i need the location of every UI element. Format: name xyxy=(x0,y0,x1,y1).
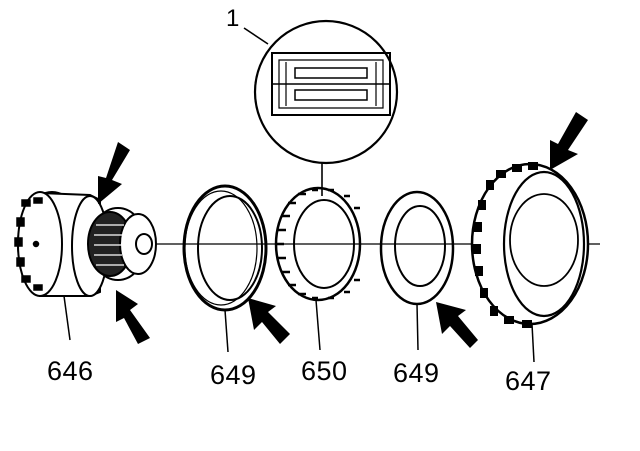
part-label-649-left: 649 xyxy=(210,360,257,390)
part-647-sprocket xyxy=(472,162,588,362)
arrow-647 xyxy=(550,112,588,170)
part-label-647: 647 xyxy=(505,366,552,396)
part-650-roller-bearing xyxy=(276,188,360,350)
part-649-washer-left xyxy=(184,186,266,352)
part-649-washer-right xyxy=(381,192,453,350)
indicator-arrows xyxy=(98,112,588,348)
callout-label: 1 xyxy=(226,5,240,32)
part-label-650: 650 xyxy=(301,356,348,386)
part-label-649-right: 649 xyxy=(393,358,440,388)
cage-section-detail xyxy=(272,53,390,115)
part-646-housing xyxy=(15,192,156,340)
arrow-646-top xyxy=(98,142,130,204)
arrow-649-right xyxy=(436,302,478,348)
part-label-646: 646 xyxy=(47,356,94,386)
detail-callout xyxy=(244,21,397,196)
arrow-646-bottom xyxy=(116,290,150,344)
arrow-649-left xyxy=(248,298,290,344)
